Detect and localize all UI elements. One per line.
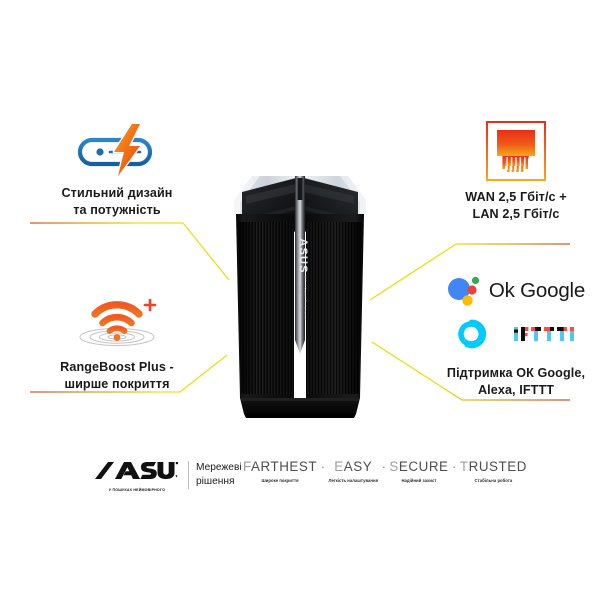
slogan-row: FARTHEST Широке покриття · EASY Легкість нал… — [243, 459, 526, 483]
network-solutions-label: Мережеві рішення — [196, 462, 242, 487]
slogan-separator: · — [452, 459, 457, 474]
slogan-subtitle: Надійний захист — [401, 477, 437, 483]
ok-google-label: Ok Google — [488, 279, 586, 302]
asus-wordmark — [95, 462, 178, 479]
wifi-plus-icon — [62, 296, 172, 352]
slogan-separator: · — [381, 459, 386, 474]
svg-text:WiFi 6 Gigabit Performance: WiFi 6 Gigabit Performance — [304, 276, 308, 321]
ethernet-port-icon — [485, 120, 547, 182]
plus-sign — [143, 298, 157, 312]
feature-design-caption: Стильний дизайн та потужність — [61, 186, 173, 217]
slogan-subtitle: Широке покриття — [261, 477, 299, 483]
slogan-block: FARTHEST Широке покриття · EASY Легкість нал… — [243, 459, 526, 483]
svg-text:ASUS: ASUS — [297, 238, 309, 273]
footer-divider — [188, 461, 189, 489]
alexa-icon — [458, 319, 486, 349]
feature-ports: WAN 2,5 Гбіт/с + LAN 2,5 Гбіт/с — [432, 120, 600, 222]
feature-rangeboost-caption: RangeBoost Plus - ширше покриття — [60, 360, 174, 391]
feature-ports-caption: WAN 2,5 Гбіт/с + LAN 2,5 Гбіт/с — [465, 190, 567, 221]
router-base — [240, 398, 360, 418]
router-bolt-icon — [74, 122, 160, 178]
google-green-dot — [471, 276, 479, 285]
google-yellow-dot — [462, 295, 473, 306]
feature-voice-caption: Підтримка ОК Google, Alexa, IFTTT — [446, 366, 586, 397]
slogan-item: EASY Легкість налаштування — [328, 460, 378, 483]
asus-logo-on-router: ASUS — [297, 238, 309, 273]
slogan-word: SECURE — [389, 459, 449, 474]
wifi-arcs — [91, 301, 143, 334]
router-center-spine: ASUS RangeBoost Plus WiFi 6 Gigabit Perf… — [295, 176, 309, 354]
asus-tagline: У ПОШУКАХ НЕЙМОВІРНОГО — [108, 488, 166, 492]
slogan-word: FARTHEST — [243, 459, 318, 474]
feature-rangeboost: RangeBoost Plus - ширше покриття — [28, 296, 206, 392]
slogan-item: FARTHEST Широке покриття — [243, 460, 317, 483]
feature-voice-assistants: Ok Google — [432, 276, 600, 398]
port-frame — [486, 121, 546, 181]
google-red-dot — [467, 285, 477, 295]
connector-line-design — [30, 222, 230, 281]
slogan-word: TRUSTED — [459, 459, 527, 474]
google-assistant-icon — [447, 276, 479, 306]
asus-logo: У ПОШУКАХ НЕЙМОВІРНОГО — [95, 462, 179, 492]
ifttt-icon — [514, 327, 574, 341]
feature-design-power: Стильний дизайн та потужність — [28, 122, 206, 218]
slogan-word: EASY — [334, 459, 373, 474]
router-product-image: ASUS RangeBoost Plus WiFi 6 Gigabit Perf… — [226, 170, 374, 420]
slogan-item: TRUSTED Стабільна робота — [460, 460, 527, 483]
slogan-subtitle: Легкість налаштування — [328, 477, 379, 483]
svg-text:RangeBoost Plus: RangeBoost Plus — [299, 284, 303, 312]
slogan-item: SECURE Надійний захист — [389, 460, 448, 483]
router-body — [236, 214, 364, 398]
google-blue-dot — [447, 278, 470, 300]
slogan-separator: · — [320, 459, 325, 474]
slogan-subtitle: Стабільна робота — [474, 477, 513, 483]
wifi-dot — [113, 334, 121, 341]
